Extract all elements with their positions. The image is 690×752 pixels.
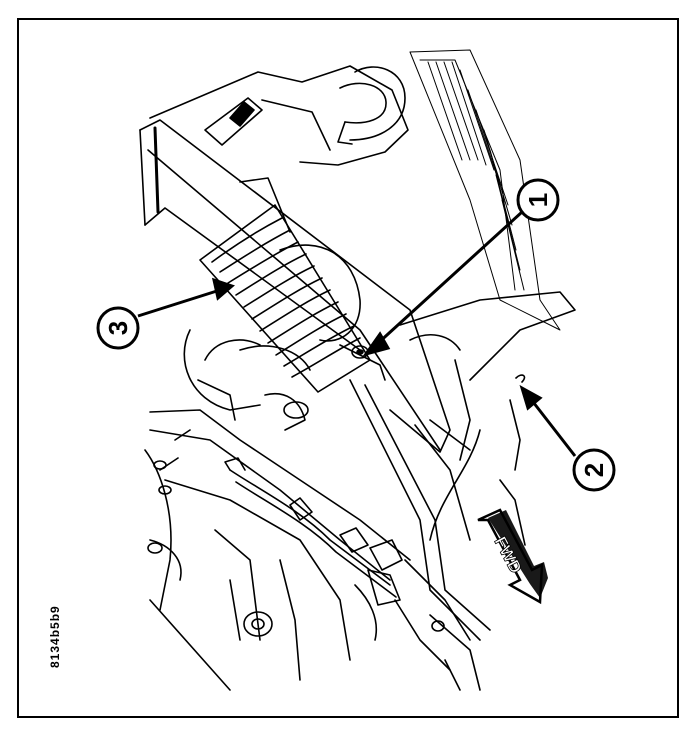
lower-left-structure	[144, 409, 411, 691]
figure-code: 8134b5b9	[48, 605, 62, 668]
wiring-harness	[224, 457, 403, 641]
callout-2: 2	[572, 448, 616, 492]
callout-1: 1	[516, 178, 560, 222]
callout-2-label: 2	[579, 463, 609, 477]
cowl-panel	[139, 119, 451, 453]
right-rails	[349, 379, 491, 691]
lower-right-fragments	[414, 419, 471, 691]
callout-3-label: 3	[103, 321, 133, 335]
leader-lines	[137, 210, 577, 457]
upper-bracket	[149, 65, 409, 166]
leader-line-2	[528, 397, 577, 457]
fwd-arrow: FWD	[477, 508, 548, 605]
callout-1-label: 1	[523, 193, 553, 207]
callout-3: 3	[96, 306, 140, 350]
arrowhead-2	[519, 384, 543, 411]
hose-upper	[337, 66, 406, 145]
side-panel	[399, 291, 576, 546]
leader-line-1	[374, 210, 524, 347]
leader-line-3	[137, 288, 221, 318]
arrowhead-3	[211, 277, 235, 301]
blower-housing	[183, 244, 361, 431]
hatched-strip	[409, 49, 561, 331]
arrowhead-1	[362, 331, 391, 357]
figure-frame	[17, 18, 679, 718]
